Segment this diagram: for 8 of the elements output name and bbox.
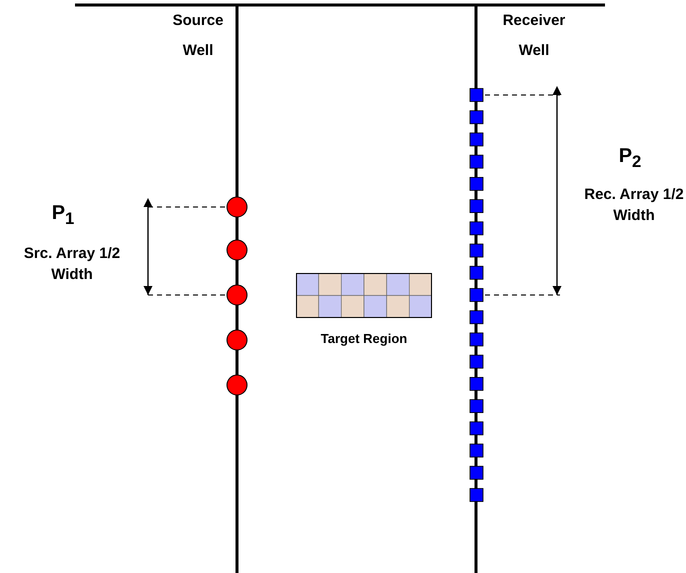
parameter-label: P$_{2}$	[618, 144, 642, 173]
target-grid	[296, 273, 432, 318]
well-label: Receiver Well	[502, 11, 566, 61]
array-width-label: Rec. Array 1/2 Width	[583, 185, 685, 226]
region-label: Target Region	[320, 330, 408, 348]
well-label: Source Well	[172, 11, 224, 61]
parameter-label: P$_{1}$	[50, 201, 76, 230]
array-width-label: Src. Array 1/2 Width	[22, 244, 122, 285]
